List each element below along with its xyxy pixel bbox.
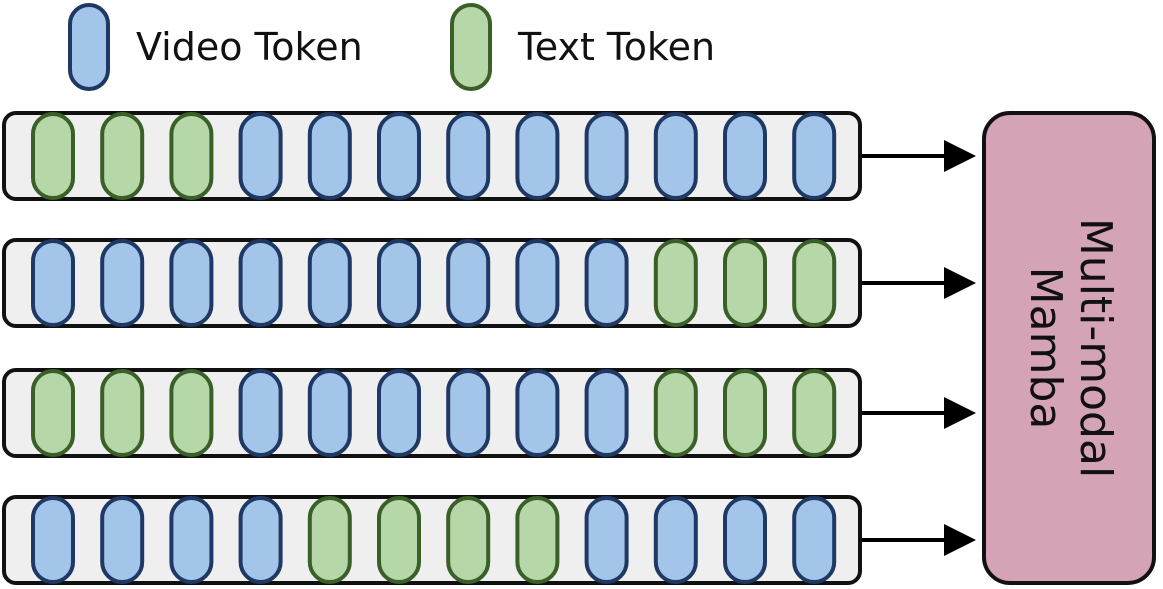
video-token — [723, 496, 767, 584]
text-token — [653, 239, 698, 327]
video-token — [100, 496, 145, 584]
legend-text-token-label: Text Token — [517, 25, 715, 69]
video-token — [307, 112, 352, 200]
sequence-row-frame — [2, 111, 862, 201]
video-token — [238, 496, 283, 584]
video-token — [653, 496, 698, 584]
video-token — [31, 496, 75, 584]
video-token — [584, 496, 629, 584]
video-token — [377, 239, 421, 327]
sequence-row-frame — [2, 495, 862, 585]
video-token — [169, 239, 214, 327]
text-token — [446, 496, 491, 584]
mamba-label-line2: Mamba — [1020, 267, 1071, 430]
legend-video-token-swatch — [68, 3, 110, 91]
video-token — [169, 496, 214, 584]
mamba-box — [982, 111, 1156, 585]
video-token — [584, 369, 629, 457]
legend: Video Token Text Token — [68, 3, 715, 91]
legend-text-token-swatch — [450, 3, 492, 91]
video-token — [238, 112, 283, 200]
text-token — [515, 496, 560, 584]
video-token — [307, 239, 352, 327]
sequence-row-frame — [2, 238, 862, 328]
video-token — [723, 112, 767, 200]
text-token — [31, 369, 75, 457]
text-token — [169, 112, 214, 200]
text-token — [723, 369, 767, 457]
video-token — [31, 239, 75, 327]
video-token — [446, 369, 491, 457]
sequence-arrows — [862, 140, 976, 556]
sequence-row — [2, 368, 862, 458]
mamba-label-line1: Multi-modal — [1070, 218, 1121, 478]
text-token — [792, 369, 837, 457]
video-token — [515, 369, 560, 457]
video-token — [584, 112, 629, 200]
video-token — [377, 369, 421, 457]
video-token — [515, 112, 560, 200]
sequence-row — [2, 111, 862, 201]
sequence-row — [2, 495, 862, 585]
text-token — [377, 496, 421, 584]
text-token — [100, 112, 145, 200]
text-token — [100, 369, 145, 457]
sequence-row — [2, 238, 862, 328]
token-sequences — [2, 111, 862, 585]
video-token — [653, 112, 698, 200]
video-token — [792, 112, 837, 200]
text-token — [723, 239, 767, 327]
video-token — [100, 239, 145, 327]
video-token — [584, 239, 629, 327]
text-token — [169, 369, 214, 457]
text-token — [31, 112, 75, 200]
multimodal-mamba-block: Multi-modal Mamba — [982, 111, 1156, 585]
video-token — [515, 239, 560, 327]
text-token — [653, 369, 698, 457]
video-token — [446, 112, 491, 200]
text-token — [307, 496, 352, 584]
video-token — [792, 496, 837, 584]
video-token — [307, 369, 352, 457]
text-token — [792, 239, 837, 327]
legend-video-token-label: Video Token — [136, 25, 363, 69]
video-token — [238, 239, 283, 327]
video-token — [238, 369, 283, 457]
video-token — [446, 239, 491, 327]
sequence-row-frame — [2, 368, 862, 458]
video-token — [377, 112, 421, 200]
